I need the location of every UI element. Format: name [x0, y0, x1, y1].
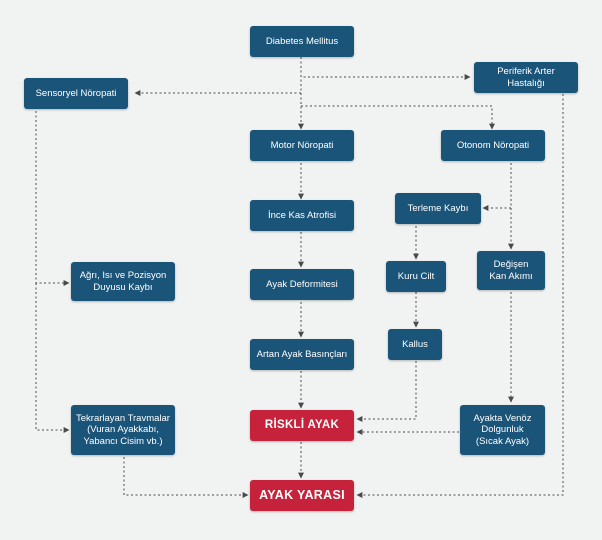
node-autonomic-neuropathy: Otonom Nöropati: [441, 130, 545, 161]
node-altered-blood-flow: Değişen Kan Akımı: [477, 251, 545, 290]
node-repeated-trauma: Tekrarlayan Travmalar (Vuran Ayakkabı, Y…: [71, 405, 175, 455]
edge-otonom-terleme: [482, 163, 512, 211]
node-venous-filling: Ayakta Venöz Dolgunluk (Sıcak Ayak): [460, 405, 545, 455]
edge-sensory-travma: [35, 283, 70, 433]
node-peripheral-artery-disease: Periferik Arter Hastalığı: [474, 62, 578, 93]
node-dry-skin: Kuru Cilt: [386, 261, 446, 292]
node-foot-deformity: Ayak Deformitesi: [250, 269, 354, 300]
node-sensation-loss: Ağrı, Isı ve Pozisyon Duyusu Kaybı: [71, 262, 175, 301]
edge-periferik-yara: [356, 94, 564, 498]
edge-diabetes-otonom: [301, 105, 495, 130]
node-callus: Kallus: [388, 329, 442, 360]
node-increased-foot-pressure: Artan Ayak Basınçları: [250, 339, 354, 370]
edge-diabetes-periferik: [300, 57, 471, 80]
edge-diabetes-sensory: [134, 57, 302, 96]
edge-travma-yara: [123, 457, 249, 498]
node-diabetes-mellitus: Diabetes Mellitus: [250, 26, 354, 57]
node-motor-neuropathy: Motor Nöropati: [250, 130, 354, 161]
node-muscle-atrophy: İnce Kas Atrofisi: [250, 200, 354, 231]
node-risky-foot: RİSKLİ AYAK: [250, 410, 354, 441]
edge-sensory-agri: [35, 111, 70, 286]
node-sweating-loss: Terleme Kaybı: [395, 193, 481, 224]
node-sensory-neuropathy: Sensoryel Nöropati: [24, 78, 128, 109]
edge-kallus-riskli: [356, 361, 417, 422]
node-foot-ulcer: AYAK YARASI: [250, 480, 354, 511]
